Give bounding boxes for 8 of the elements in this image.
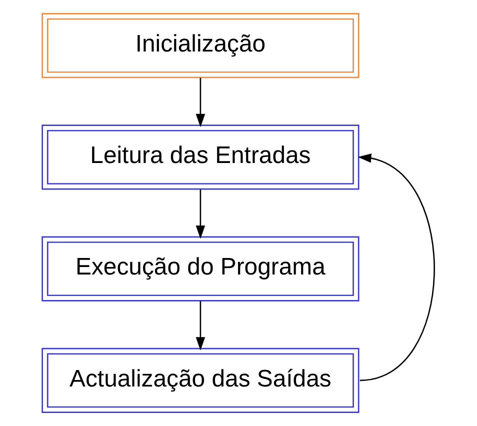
node-box: Leitura das Entradas [42,124,360,190]
arrow [196,78,206,128]
arrow [358,154,435,382]
arrow [196,301,206,350]
node-box: Execução do Programa [42,236,360,302]
arrow [196,189,206,239]
node-box: Actualização das Saídas [42,348,360,413]
node-box: Inicialização [42,13,360,78]
